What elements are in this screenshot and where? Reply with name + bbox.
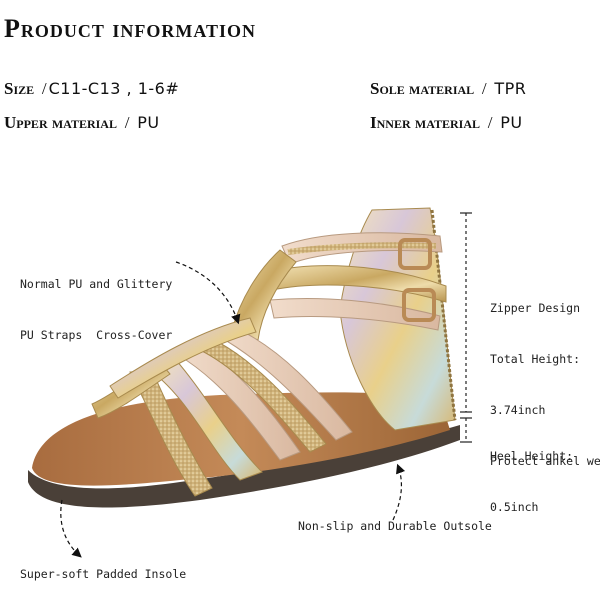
callout-zipper-line4: Protect ankel well <box>490 454 600 468</box>
callout-heel-line2: 0.5inch <box>490 500 539 514</box>
spec-inner: Inner material / PU <box>370 112 523 133</box>
outsole <box>28 425 460 508</box>
outsole-arrow <box>392 463 406 521</box>
callout-zipper-line1: Zipper Design <box>490 301 581 315</box>
callout-zipper: Zipper Design Total Height: 3.74inch Pro… <box>490 266 600 487</box>
spec-inner-sep: / <box>487 113 493 132</box>
spec-inner-value: PU <box>500 113 523 132</box>
straps-arrow <box>175 261 241 325</box>
spec-upper-label: Upper material <box>4 113 117 132</box>
callout-straps-line1: Normal PU and Glittery <box>20 277 173 291</box>
callout-outsole: Non-slip and Durable Outsole <box>298 519 492 533</box>
callout-straps-line2: PU Straps Cross-Cover <box>20 328 173 342</box>
vamp-strap-4 <box>198 341 327 453</box>
spec-upper-value: PU <box>137 113 160 132</box>
vamp-strap-2 <box>129 369 213 497</box>
spec-inner-label: Inner material <box>370 113 480 132</box>
spec-sole-value: TPR <box>494 79 527 98</box>
callout-straps: Normal PU and Glittery PU Straps Cross-C… <box>20 242 172 361</box>
spec-sole-label: Sole material <box>370 79 475 98</box>
callout-insole: Super-soft Padded Insole <box>20 567 187 581</box>
ankle-strap-top-glitter <box>287 242 437 255</box>
ankle-strap-mid <box>267 265 447 303</box>
page-title: Product information <box>4 14 257 43</box>
spec-sole-sep: / <box>481 79 487 98</box>
buckle-top <box>398 238 432 270</box>
spec-upper-sep: / <box>124 113 130 132</box>
vamp-strap-5 <box>216 327 353 441</box>
t-strap <box>231 249 297 341</box>
callout-zipper-line2: Total Height: <box>490 352 581 366</box>
spec-size-label: Size <box>4 79 35 98</box>
callout-heel: Heel Height: 0.5inch <box>490 414 573 533</box>
vamp-strap-1 <box>148 359 263 481</box>
callout-heel-line1: Heel Height: <box>490 449 574 463</box>
buckle-bottom <box>402 288 436 322</box>
ankle-strap-low <box>269 298 441 331</box>
spec-size: Size /C11-C13 , 1-6# <box>4 78 179 99</box>
insole <box>32 392 450 486</box>
spec-sole: Sole material / TPR <box>370 78 526 99</box>
spec-upper: Upper material / PU <box>4 112 160 133</box>
height-dimension-bracket <box>460 212 472 443</box>
vamp-strap-7 <box>109 317 257 399</box>
spec-size-sep: / <box>41 79 47 98</box>
callout-zipper-line3: 3.74inch <box>490 403 546 417</box>
spec-size-value: C11-C13 , 1-6# <box>48 79 180 98</box>
insole-arrow <box>60 499 82 558</box>
